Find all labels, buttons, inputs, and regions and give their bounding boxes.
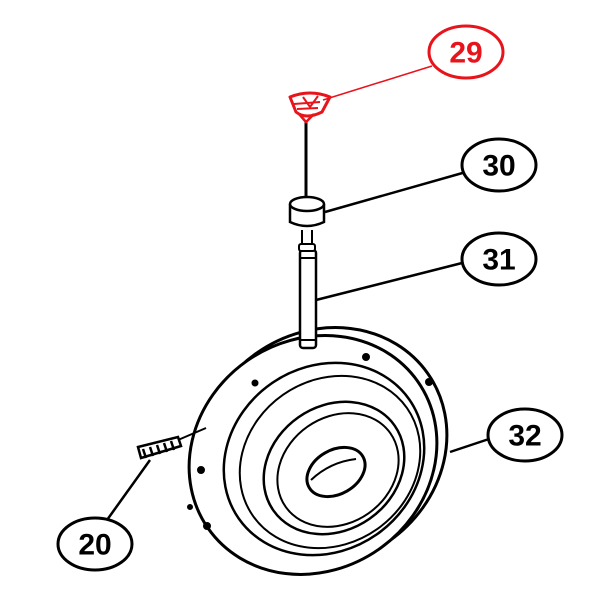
callout-31: 31	[460, 231, 538, 287]
part-31-shaft-pin	[298, 248, 318, 350]
part-30-bushing	[288, 195, 326, 252]
callout-32-label: 32	[508, 420, 541, 453]
leader-29	[322, 65, 433, 101]
callout-30: 30	[460, 137, 538, 193]
callout-31-label: 31	[482, 244, 515, 277]
leader-20	[105, 459, 152, 521]
leader-lines	[105, 65, 493, 521]
callout-29-label: 29	[449, 37, 482, 70]
callout-30-label: 30	[482, 150, 515, 183]
part-32-flange-plate	[187, 326, 449, 576]
leader-30	[324, 170, 467, 214]
callout-20: 20	[56, 516, 134, 572]
leader-32	[449, 436, 493, 454]
callout-29: 29	[427, 24, 505, 80]
part-29-cap-screw	[288, 91, 332, 196]
leader-20-tail	[177, 427, 207, 441]
callout-32: 32	[486, 407, 564, 463]
leader-31	[315, 260, 467, 302]
part-20-spring	[136, 435, 183, 460]
callout-20-label: 20	[78, 529, 111, 562]
